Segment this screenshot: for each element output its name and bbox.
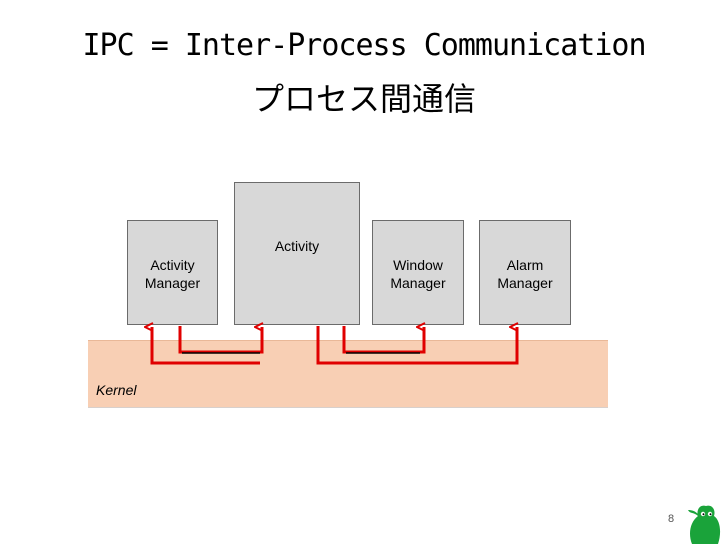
window-manager-label-line1: Window — [393, 257, 443, 273]
page-number: 8 — [668, 513, 675, 525]
kernel-label: Kernel — [96, 382, 137, 398]
arrow-activity-manager-to-activity — [178, 326, 264, 354]
activity-manager-label-line2: Manager — [144, 275, 201, 291]
slide-subtitle-ja: プロセス間通信 — [251, 80, 476, 118]
arrow-activity-to-alarm-manager — [316, 326, 519, 365]
alarm-manager-label-line1: Alarm — [506, 257, 544, 273]
green-mascot-icon — [688, 505, 721, 544]
activity-box: Activity — [234, 182, 360, 325]
slide-title: IPC = Inter-Process Communication — [82, 28, 646, 63]
activity-manager-label-line1: Activity — [150, 257, 195, 273]
kernel-layer: Kernel — [88, 340, 608, 408]
alarm-manager-box: Alarm Manager — [479, 220, 571, 325]
window-manager-label-line2: Manager — [390, 275, 446, 291]
arrow-activity-to-window-manager — [342, 326, 426, 354]
activity-label: Activity — [274, 238, 320, 254]
alarm-manager-label-line2: Manager — [497, 275, 553, 291]
arrow-activity-to-activity-manager — [152, 327, 260, 365]
activity-manager-box: Activity Manager — [127, 220, 218, 325]
